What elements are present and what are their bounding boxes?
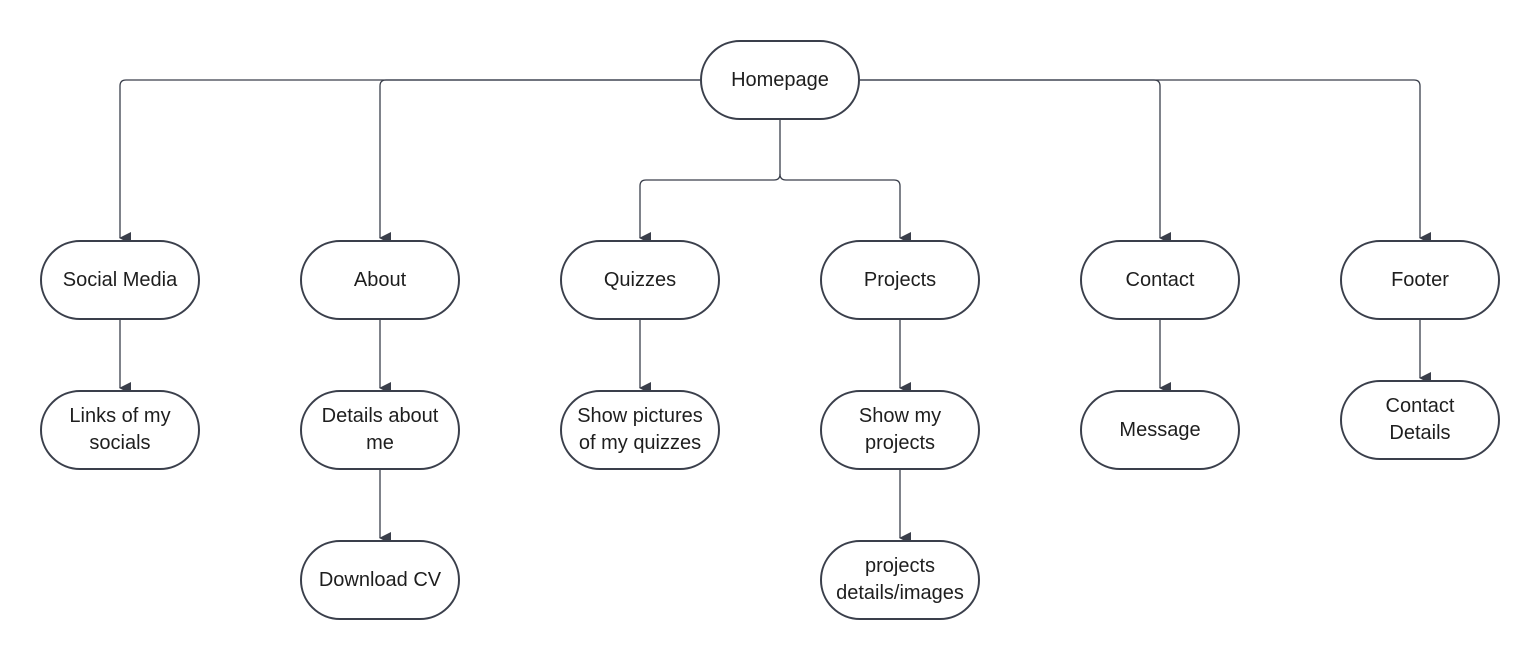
download-cv-node: Download CV bbox=[300, 540, 460, 620]
contact-details-node: Contact Details bbox=[1340, 380, 1500, 460]
social-media-node: Social Media bbox=[40, 240, 200, 320]
connector-homepage-about bbox=[379, 79, 700, 244]
show-my-projects-node: Show my projects bbox=[820, 390, 980, 470]
connector-homepage-footer bbox=[860, 79, 1431, 244]
projects-node: Projects bbox=[820, 240, 980, 320]
details-about-me-node: Details about me bbox=[300, 390, 460, 470]
show-pictures-quizzes-node: Show pictures of my quizzes bbox=[560, 390, 720, 470]
about-node: About bbox=[300, 240, 460, 320]
connector-homepage-projects bbox=[779, 173, 911, 244]
contact-node: Contact bbox=[1080, 240, 1240, 320]
links-of-socials-node: Links of my socials bbox=[40, 390, 200, 470]
projects-details-images-node: projects details/images bbox=[820, 540, 980, 620]
quizzes-node: Quizzes bbox=[560, 240, 720, 320]
homepage-node: Homepage bbox=[700, 40, 860, 120]
connector-homepage-social-media bbox=[119, 79, 700, 244]
connector-homepage-contact bbox=[860, 79, 1171, 244]
connector-homepage-quizzes bbox=[639, 120, 781, 244]
footer-node: Footer bbox=[1340, 240, 1500, 320]
message-node: Message bbox=[1080, 390, 1240, 470]
